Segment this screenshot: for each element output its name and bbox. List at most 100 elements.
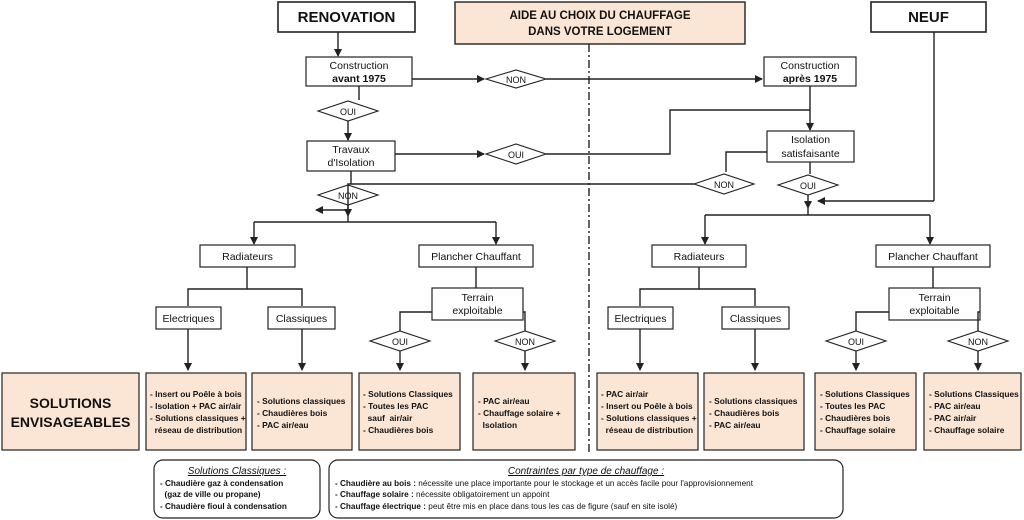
travaux-isolation-box: Travaux d'Isolation bbox=[306, 140, 396, 172]
solutions-label-box: SOLUTIONS ENVISAGEABLES bbox=[1, 372, 140, 451]
plancher-left-box: Plancher Chauffant bbox=[418, 244, 534, 268]
solution-3-line-3: sauf air/air bbox=[363, 413, 413, 423]
solution-5-line-2: - Insert ou Poêle à bois bbox=[601, 401, 693, 411]
solution-box-5: - PAC air/air - Insert ou Poêle à bois -… bbox=[596, 372, 699, 451]
solution-8-line-2: - PAC air/eau bbox=[929, 401, 981, 411]
legend-classiques-line-1: - Chaudière gaz à condensation bbox=[160, 479, 283, 488]
solution-7-line-2: - Toutes les PAC bbox=[820, 401, 885, 411]
solutions-label-2: ENVISAGEABLES bbox=[11, 414, 131, 430]
solution-2-line-2: - Chaudières bois bbox=[257, 408, 328, 418]
solution-6-line-3: - PAC air/eau bbox=[709, 420, 761, 430]
terrain-left-label-1: Terrain bbox=[461, 292, 493, 304]
decision-oui-travaux: OUI bbox=[484, 143, 548, 165]
electriques-left-box: Electriques bbox=[155, 306, 222, 330]
solution-6-line-1: - Solutions classiques bbox=[709, 396, 798, 406]
arrow-non-to-left-junction bbox=[315, 183, 694, 214]
classiques-left-box: Classiques bbox=[267, 306, 336, 330]
construction-apres-box: Construction après 1975 bbox=[763, 56, 857, 87]
electriques-right-box: Electriques bbox=[607, 306, 674, 330]
line-rad-class-right bbox=[699, 288, 756, 306]
solution-1-line-1: - Insert ou Poêle à bois bbox=[150, 389, 242, 399]
title-line1: AIDE AU CHOIX DU CHAUFFAGE bbox=[509, 10, 690, 22]
isolation-label-2: satisfaisante bbox=[781, 148, 840, 160]
decision-oui-terrain-left: OUI bbox=[368, 330, 432, 352]
plancher-right-label: Plancher Chauffant bbox=[888, 251, 978, 263]
classiques-right-label: Classiques bbox=[730, 313, 781, 325]
line-terrain-non-left bbox=[523, 311, 526, 331]
decision-oui-avant-label: OUI bbox=[340, 107, 356, 117]
solution-box-2: - Solutions classiques - Chaudières bois… bbox=[251, 372, 353, 451]
decision-non-top: NON bbox=[484, 69, 548, 89]
plancher-right-box: Plancher Chauffant bbox=[875, 244, 991, 268]
title-line2: DANS VOTRE LOGEMENT bbox=[528, 26, 672, 38]
decision-oui-terrain-right: OUI bbox=[824, 330, 888, 352]
construction-avant-box: Construction avant 1975 bbox=[305, 56, 413, 87]
line-terrain-non-right bbox=[977, 311, 980, 331]
neuf-label: NEUF bbox=[908, 9, 949, 26]
solution-box-7: - Solutions Classiques - Toutes les PAC … bbox=[814, 372, 917, 451]
solution-2-line-3: - PAC air/eau bbox=[257, 420, 309, 430]
legend-contraintes: Contraintes par type de chauffage : - Ch… bbox=[328, 459, 844, 519]
solution-2-line-1: - Solutions classiques bbox=[257, 396, 346, 406]
legend-solutions-classiques: Solutions Classiques : - Chaudière gaz à… bbox=[153, 459, 321, 519]
decision-oui-isolation: OUI bbox=[776, 174, 840, 196]
renovation-label: RENOVATION bbox=[298, 9, 396, 26]
legend-classiques-line-2: (gaz de ville ou propane) bbox=[160, 490, 261, 499]
line-rad-elec-left bbox=[187, 267, 248, 306]
terrain-right-label-2: exploitable bbox=[909, 305, 959, 317]
terrain-left-label-2: exploitable bbox=[452, 305, 502, 317]
decision-non-isolation: NON bbox=[692, 173, 756, 195]
renovation-box: RENOVATION bbox=[277, 1, 416, 33]
decision-oui-isolation-label: OUI bbox=[800, 181, 816, 191]
title-box: AIDE AU CHOIX DU CHAUFFAGE DANS VOTRE LO… bbox=[454, 1, 746, 45]
solution-1-line-3: - Solutions classiques + bbox=[150, 413, 246, 423]
decision-non-terrain-right: NON bbox=[946, 330, 1010, 352]
decision-oui-travaux-label: OUI bbox=[508, 150, 524, 160]
radiateurs-left-label: Radiateurs bbox=[222, 251, 273, 263]
solution-box-4: - PAC air/eau - Chauffage solaire + Isol… bbox=[472, 372, 576, 451]
solution-4-line-2: - Chauffage solaire + bbox=[478, 408, 561, 418]
decision-non-isolation-label: NON bbox=[714, 180, 734, 190]
radiateurs-right-label: Radiateurs bbox=[674, 251, 725, 263]
decision-non-terrain-right-label: NON bbox=[968, 337, 988, 347]
terrain-right-label-1: Terrain bbox=[918, 292, 950, 304]
line-terrain-oui-left bbox=[399, 311, 432, 331]
decision-non-terrain-left-label: NON bbox=[515, 337, 535, 347]
legend-contraintes-title: Contraintes par type de chauffage : bbox=[508, 466, 664, 477]
legend-classiques-title: Solutions Classiques : bbox=[188, 466, 287, 477]
neuf-box: NEUF bbox=[870, 1, 987, 33]
classiques-left-label: Classiques bbox=[276, 313, 327, 325]
legend-contraintes-item-3: - Chauffage électrique : peut être mis e… bbox=[335, 502, 677, 511]
solution-box-6: - Solutions classiques - Chaudières bois… bbox=[703, 372, 805, 451]
solution-1-line-2: - Isolation + PAC air/air bbox=[150, 401, 242, 411]
solution-8-line-4: - Chauffage solaire bbox=[929, 425, 1005, 435]
plancher-left-label: Plancher Chauffant bbox=[431, 251, 521, 263]
isolation-satisfaisante-box: Isolation satisfaisante bbox=[766, 130, 855, 163]
construction-apres-year: après 1975 bbox=[783, 73, 837, 85]
construction-avant-year: avant 1975 bbox=[332, 73, 386, 85]
terrain-left-box: Terrain exploitable bbox=[431, 287, 524, 321]
solution-8-line-3: - PAC air/air bbox=[929, 413, 977, 423]
construction-apres-label: Construction bbox=[781, 60, 840, 72]
decision-oui-avant: OUI bbox=[316, 100, 380, 122]
solution-box-1: - Insert ou Poêle à bois - Isolation + P… bbox=[145, 372, 247, 451]
decision-non-terrain-left: NON bbox=[493, 330, 557, 352]
isolation-label-1: Isolation bbox=[791, 134, 830, 146]
solution-3-line-4: - Chaudières bois bbox=[363, 425, 434, 435]
solution-5-line-3: - Solutions classiques + bbox=[601, 413, 697, 423]
solution-7-line-1: - Solutions Classiques bbox=[820, 389, 910, 399]
solution-7-line-4: - Chauffage solaire bbox=[820, 425, 896, 435]
radiateurs-left-box: Radiateurs bbox=[199, 244, 296, 268]
solution-8-line-1: - Solutions Classiques bbox=[929, 389, 1019, 399]
solution-box-8: - Solutions Classiques - PAC air/eau - P… bbox=[923, 372, 1022, 451]
construction-avant-label: Construction bbox=[330, 60, 389, 72]
solution-5-line-4: réseau de distribution bbox=[601, 425, 693, 435]
solution-1-line-4: réseau de distribution bbox=[150, 425, 242, 435]
radiateurs-right-box: Radiateurs bbox=[651, 244, 747, 268]
electriques-right-label: Electriques bbox=[615, 313, 667, 325]
solutions-label-1: SOLUTIONS bbox=[30, 395, 112, 411]
solution-7-line-3: - Chaudières bois bbox=[820, 413, 891, 423]
solution-box-3: - Solutions Classiques - Toutes les PAC … bbox=[358, 372, 461, 451]
legend-contraintes-item-2: - Chauffage solaire : nécessite obligato… bbox=[335, 490, 550, 499]
